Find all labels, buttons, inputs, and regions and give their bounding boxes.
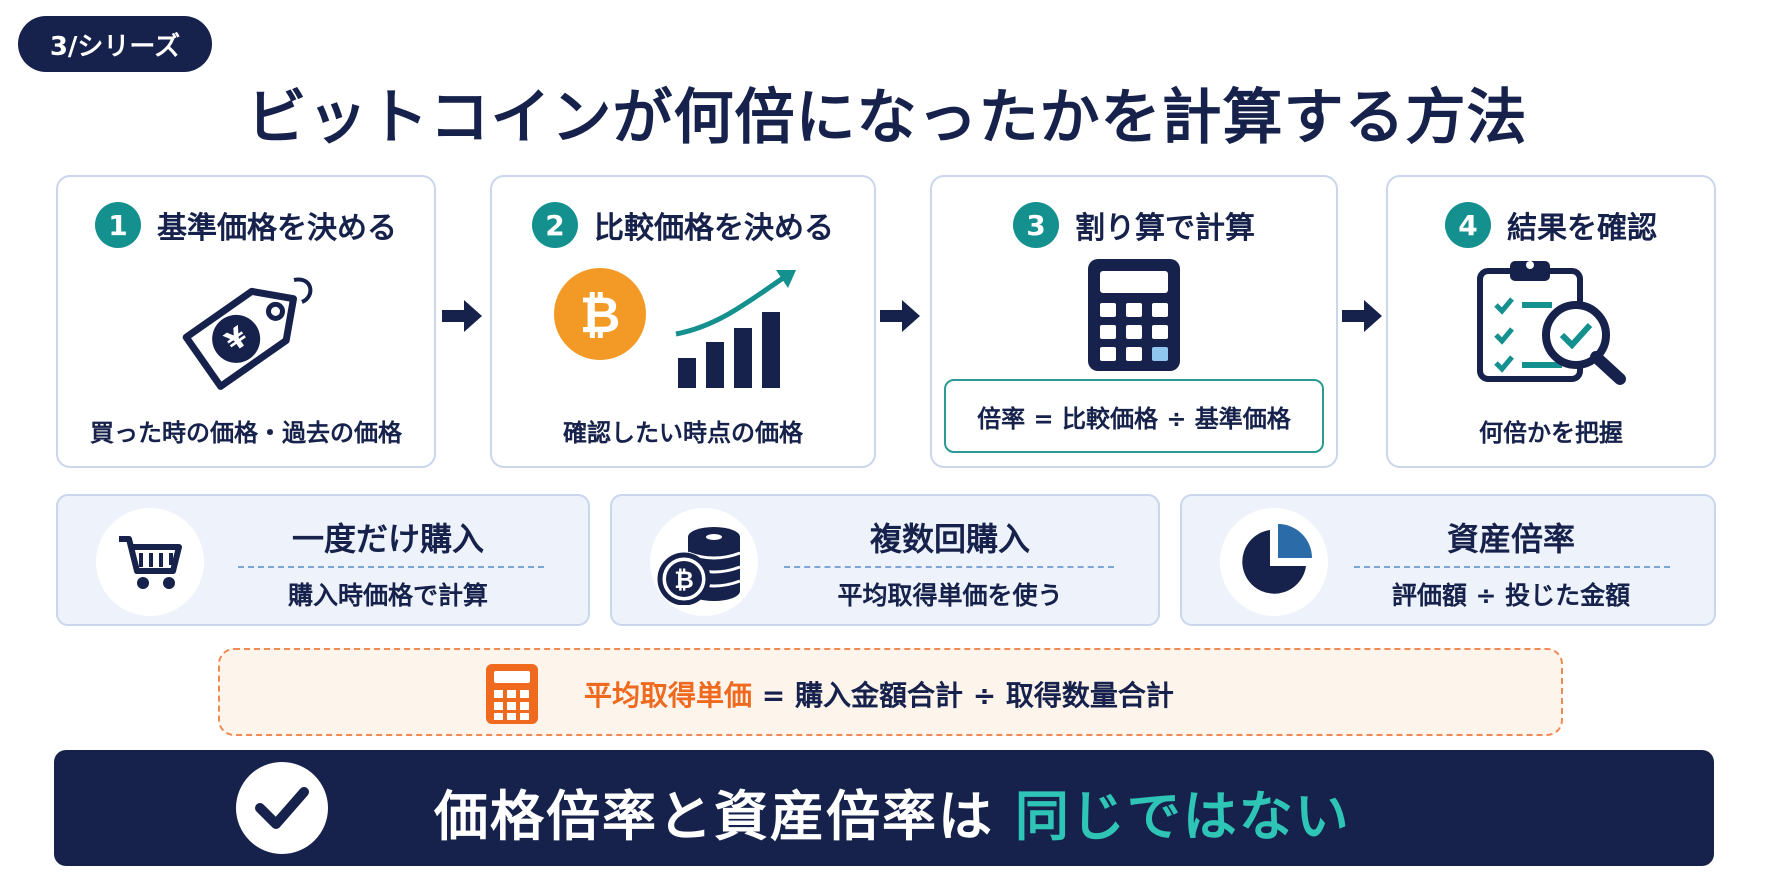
divider	[1354, 566, 1670, 568]
arrow-right-icon	[880, 300, 920, 332]
clipboard-check-icon	[1388, 255, 1714, 385]
divider	[238, 566, 544, 568]
method-desc: 購入時価格で計算	[287, 581, 488, 610]
method-card-single-purchase: 一度だけ購入 購入時価格で計算	[56, 494, 590, 626]
step-card-3: 3 割り算で計算 倍率 = 比較価格 ÷ 基準価格	[930, 175, 1338, 468]
check-icon	[236, 762, 328, 854]
ratio-formula: 倍率 = 比較価格 ÷ 基準価格	[977, 404, 1291, 433]
method-desc: 平均取得単価を使う	[837, 581, 1063, 610]
calculator-icon	[932, 255, 1336, 385]
svg-text:₿: ₿	[674, 566, 694, 594]
method-card-multiple-purchases: ₿ 複数回購入 平均取得単価を使う	[610, 494, 1160, 626]
step-number: 3	[1013, 202, 1059, 248]
step-caption: 何倍かを把握	[1479, 419, 1623, 447]
step-caption: 確認したい時点の価格	[563, 419, 803, 447]
bitcoin-growth-icon: ₿	[492, 262, 874, 392]
divider	[784, 566, 1114, 568]
arrow-right-icon	[442, 300, 482, 332]
method-title: 一度だけ購入	[291, 520, 484, 558]
step-number: 4	[1445, 202, 1491, 248]
method-desc: 評価額 ÷ 投じた金額	[1391, 581, 1631, 610]
step-title: 結果を確認	[1507, 211, 1657, 246]
method-card-asset-ratio: 資産倍率 評価額 ÷ 投じた金額	[1180, 494, 1716, 626]
coins-icon: ₿	[650, 508, 758, 616]
step-card-4: 4 結果を確認 何倍かを把握	[1386, 175, 1716, 468]
calculator-icon	[486, 664, 538, 724]
method-title: 複数回購入	[869, 520, 1030, 558]
series-badge: 3/シリーズ	[18, 16, 212, 72]
average-cost-formula: 平均取得単価 = 購入金額合計 ÷ 取得数量合計	[584, 674, 1174, 714]
formula-rest: = 購入金額合計 ÷ 取得数量合計	[752, 679, 1174, 712]
svg-text:₿: ₿	[580, 286, 621, 344]
step-caption: 買った時の価格・過去の価格	[90, 419, 402, 447]
cart-icon	[96, 508, 204, 616]
ratio-formula-box: 倍率 = 比較価格 ÷ 基準価格	[944, 379, 1324, 453]
step-title: 比較価格を決める	[594, 211, 834, 246]
formula-highlight: 平均取得単価	[584, 679, 753, 712]
yen-price-tag-icon: ¥	[58, 262, 434, 392]
step-card-2: 2 比較価格を決める ₿ 確認したい時点の価格	[490, 175, 876, 468]
step-title: 基準価格を決める	[157, 211, 397, 246]
page-title: ビットコインが何倍になったかを計算する方法	[246, 83, 1528, 153]
average-cost-formula-box: 平均取得単価 = 購入金額合計 ÷ 取得数量合計	[218, 648, 1563, 736]
conclusion-main: 価格倍率と資産倍率は	[434, 785, 1015, 848]
step-number: 1	[95, 202, 141, 248]
arrow-right-icon	[1342, 300, 1382, 332]
step-card-1: 1 基準価格を決める ¥ 買った時の価格・過去の価格	[56, 175, 436, 468]
step-number: 2	[532, 202, 578, 248]
conclusion-banner: 価格倍率と資産倍率は 同じではない	[54, 750, 1714, 866]
conclusion-highlight: 同じではない	[1014, 785, 1351, 848]
pie-chart-icon	[1220, 508, 1328, 616]
method-title: 資産倍率	[1446, 520, 1575, 558]
conclusion-text: 価格倍率と資産倍率は 同じではない	[434, 772, 1351, 851]
step-title: 割り算で計算	[1075, 211, 1255, 246]
